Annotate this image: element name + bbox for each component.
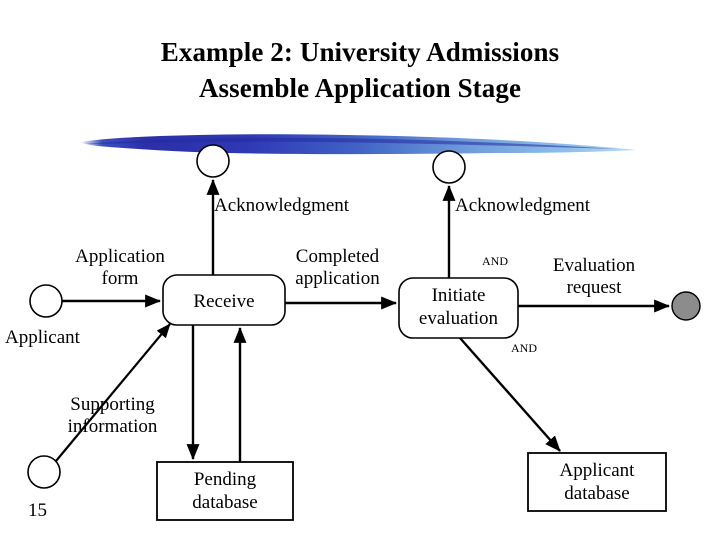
process-label-receive: Receive (193, 291, 255, 312)
flow-label-acknowledgment-right: Acknowledgment (455, 195, 591, 216)
flow-label-completed-application-line2: application (295, 268, 380, 289)
flow-label-supporting-information-line2: information (67, 416, 158, 437)
applicant-circle (29, 284, 63, 318)
datastore-label-pending-database-line2: database (192, 492, 258, 513)
datastore-label-pending-database-line1: Pending (193, 469, 257, 490)
slide-title: Example 2: University Admissions Assembl… (0, 34, 720, 106)
flow-label-acknowledgment-left: Acknowledgment (214, 195, 350, 216)
entity-label-applicant: Applicant (5, 327, 80, 348)
receive-process-box (162, 274, 286, 326)
flow-supporting-information-arrow (55, 323, 171, 462)
flow-label-supporting-information-line1: Supporting (70, 394, 155, 415)
evaluation-target-circle (671, 291, 701, 321)
connector-label-and-top: AND (482, 254, 508, 268)
flow-label-application-form-line1: Application (75, 246, 165, 267)
connector-label-and-bottom: AND (511, 341, 537, 355)
ack-right-circle (432, 150, 466, 184)
process-label-initiate-evaluation-line1: Initiate (431, 285, 486, 306)
flow-label-completed-application-line1: Completed (295, 246, 380, 267)
process-label-initiate-evaluation-line2: evaluation (418, 308, 499, 329)
slide-title-line-2: Assemble Application Stage (198, 73, 522, 103)
initiate-evaluation-process-box (398, 277, 519, 339)
supporting-information-circle (27, 455, 61, 489)
ack-left-circle (196, 144, 230, 178)
slide-number: 15 (28, 500, 47, 521)
flow-label-application-form-line2: form (101, 268, 139, 289)
flow-label-evaluation-request-line2: request (566, 277, 622, 298)
datastore-label-applicant-database-line1: Applicant (559, 460, 635, 481)
applicant-database-box (527, 452, 667, 512)
flow-label-evaluation-request-line1: Evaluation (552, 255, 636, 276)
datastore-label-applicant-database-line2: database (564, 483, 630, 504)
flow-initiate-to-applicant-db-arrow (459, 337, 561, 452)
slide-title-line-1: Example 2: University Admissions (160, 37, 560, 67)
pending-database-box (156, 461, 294, 521)
